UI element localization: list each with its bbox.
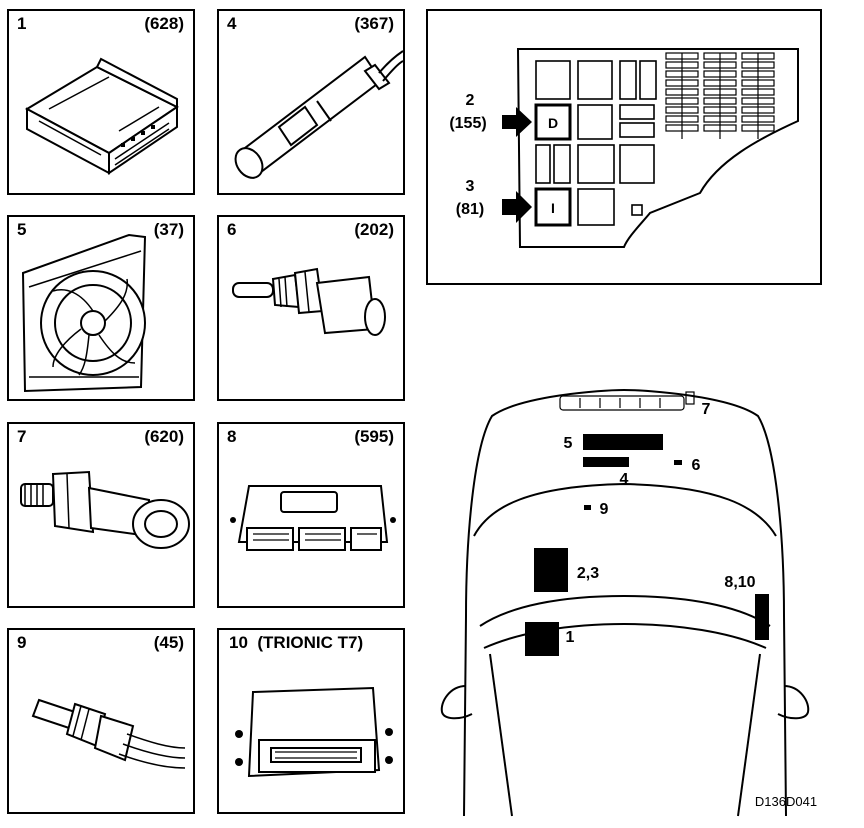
component-panel-5: 5 (37) [7, 215, 195, 401]
relay-3-code: (81) [456, 201, 484, 218]
component-code: (367) [354, 14, 394, 33]
marker-6 [674, 460, 682, 465]
marker-8-10 [755, 594, 769, 640]
component-code: (37) [153, 220, 184, 239]
marker-9 [584, 505, 591, 510]
car-label-5: 5 [564, 435, 573, 452]
coolant-temp-sensor-illustration [232, 267, 386, 336]
car-label-9: 9 [600, 501, 609, 518]
drawing-reference: D136D041 [755, 794, 817, 809]
component-panel-6: 6 (202) [217, 215, 405, 401]
marker-5 [583, 434, 663, 450]
relay-2-number: 2 [466, 92, 475, 109]
car-label-7: 7 [702, 401, 711, 418]
fuse-box-panel: 2 (155) 3 (81) D I [426, 9, 822, 285]
component-code: (628) [144, 14, 184, 33]
component-code: (620) [144, 427, 184, 446]
relay-d-letter: D [548, 115, 558, 131]
relay-i-letter: I [551, 200, 555, 216]
component-number: 8 [227, 427, 237, 446]
component-number: 4 [227, 14, 237, 33]
marker-4 [583, 457, 629, 467]
pressure-switch-illustration [20, 470, 190, 549]
car-label-2-3: 2,3 [577, 565, 599, 582]
component-panel-10: 10 (TRIONIC T7) [217, 628, 405, 814]
component-number: 10 (TRIONIC T7) [229, 633, 364, 652]
car-label-6: 6 [692, 457, 701, 474]
car-label-8-10: 8,10 [724, 574, 755, 591]
component-panel-1: 1 (628) [7, 9, 195, 195]
component-panel-4: 4 (367) [217, 9, 405, 195]
cooling-fan-illustration [21, 233, 147, 393]
arrow-relay-3 [502, 191, 532, 223]
resistor-cartridge-illustration [234, 50, 403, 179]
component-number: 1 [17, 14, 27, 33]
temperature-sensor-illustration [31, 698, 186, 769]
marker-2-3 [534, 548, 568, 592]
component-number: 5 [17, 220, 27, 239]
car-label-4: 4 [620, 471, 629, 488]
component-panel-9: 9 (45) [7, 628, 195, 814]
car-top-view: 5 4 6 7 9 2,3 8,10 1 D136D041 [440, 388, 817, 817]
engine-control-module-illustration [230, 485, 396, 551]
fuse-box-diagram: 2 (155) 3 (81) D I [449, 48, 799, 248]
component-code: (202) [354, 220, 394, 239]
component-number: 6 [227, 220, 237, 239]
component-number: 7 [17, 427, 27, 446]
trionic-control-unit-illustration [235, 686, 393, 778]
relay-3-number: 3 [466, 178, 475, 195]
component-panel-8: 8 (595) [217, 422, 405, 608]
control-module-illustration [24, 57, 179, 175]
car-label-1: 1 [566, 629, 575, 646]
component-number: 9 [17, 633, 27, 652]
component-code: (45) [153, 633, 184, 652]
component-code: (TRIONIC T7) [257, 633, 364, 652]
relay-2-code: (155) [449, 115, 486, 132]
component-code: (595) [354, 427, 394, 446]
component-panel-7: 7 (620) [7, 422, 195, 608]
arrow-relay-2 [502, 107, 532, 137]
marker-1 [525, 622, 559, 656]
